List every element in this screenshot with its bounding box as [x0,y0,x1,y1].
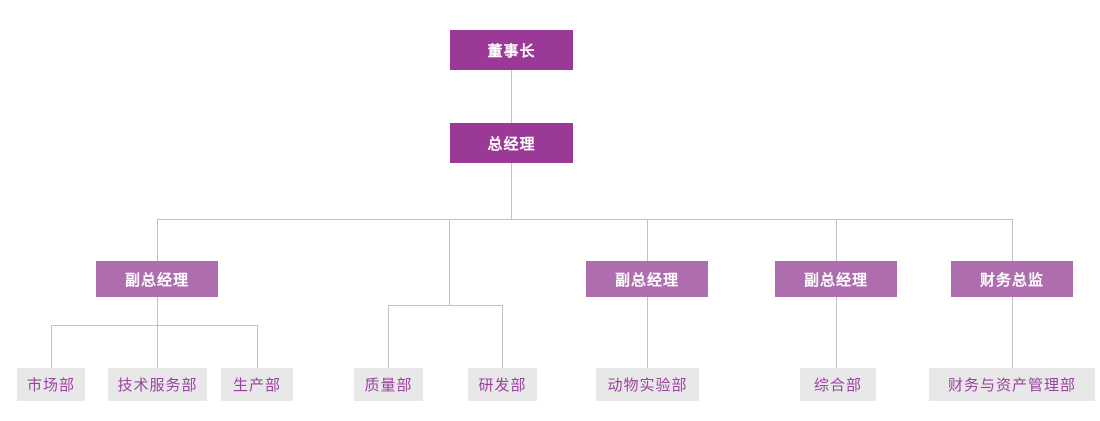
org-node-dept-animal-lab: 动物实验部 [596,368,699,401]
org-node-dept-production: 生产部 [221,368,293,401]
connector-line [157,219,158,261]
connector-line [1012,219,1013,261]
connector-line [388,305,389,368]
connector-line [157,297,158,325]
connector-line [511,163,512,219]
connector-line [647,219,648,261]
org-node-dept-general-affairs: 综合部 [800,368,876,401]
connector-line [1012,297,1013,368]
connector-line [51,325,52,368]
connector-line [157,325,158,368]
org-node-dept-marketing: 市场部 [17,368,85,401]
connector-line [51,325,258,326]
connector-line [388,305,503,306]
connector-line [449,219,450,305]
connector-line [836,297,837,368]
org-node-vp-1: 副总经理 [96,261,218,297]
connector-line [511,70,512,123]
connector-line [647,297,648,368]
connector-line [502,305,503,368]
connector-line [257,325,258,368]
org-node-dept-technical-service: 技术服务部 [108,368,207,401]
connector-line [157,219,1013,220]
connector-line [836,219,837,261]
org-node-vp-3: 副总经理 [775,261,897,297]
org-node-vp-2: 副总经理 [586,261,708,297]
org-node-dept-finance-asset-management: 财务与资产管理部 [929,368,1095,401]
org-node-dept-rnd: 研发部 [468,368,537,401]
org-node-general-manager: 总经理 [450,123,573,163]
org-node-cfo: 财务总监 [951,261,1073,297]
org-node-chairman: 董事长 [450,30,573,70]
org-node-dept-quality: 质量部 [354,368,423,401]
